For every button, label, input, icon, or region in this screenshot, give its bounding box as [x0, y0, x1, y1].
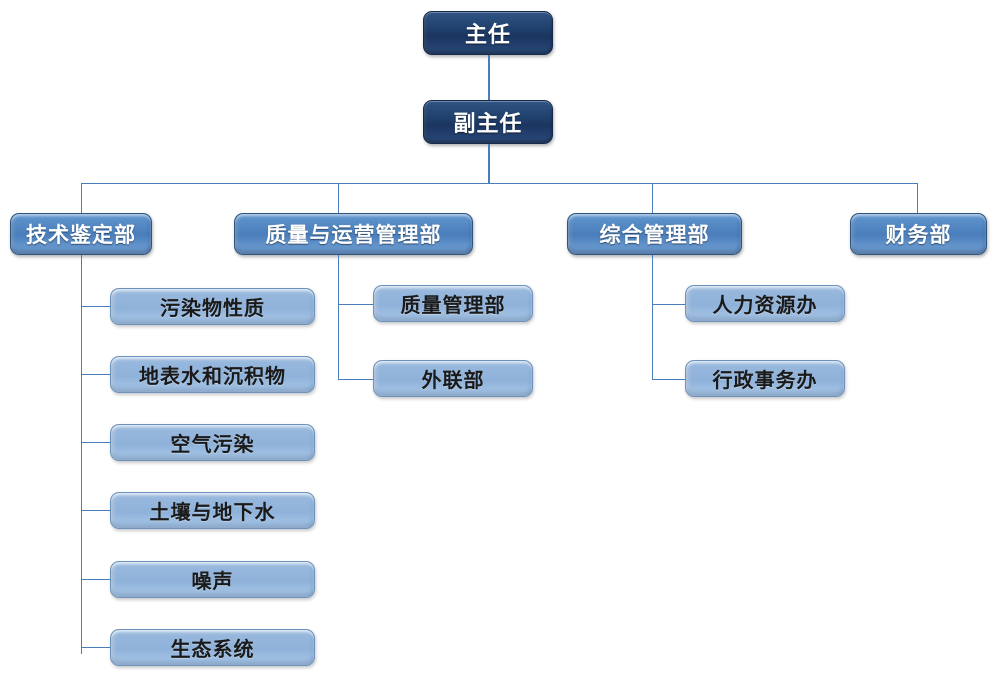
- node-unit-air-pollution[interactable]: 空气污染: [110, 424, 315, 461]
- connector-spine-technical: [81, 255, 82, 654]
- connector-stub-liaison: [338, 379, 373, 380]
- node-deputy-director[interactable]: 副主任: [423, 100, 553, 144]
- node-department-quality[interactable]: 质量与运营管理部: [234, 213, 473, 255]
- connector-stub-air: [81, 442, 110, 443]
- connector-level2-bus: [81, 183, 918, 184]
- node-department-general[interactable]: 综合管理部: [567, 213, 742, 255]
- node-unit-soil-groundwater[interactable]: 土壤与地下水: [110, 492, 315, 529]
- connector-spine-quality: [338, 255, 339, 380]
- connector-stub-soil: [81, 510, 110, 511]
- connector-stub-quality-mgmt: [338, 304, 373, 305]
- connector-stub-ecosystem: [81, 647, 110, 648]
- node-unit-pollutant-properties[interactable]: 污染物性质: [110, 288, 315, 325]
- node-unit-noise[interactable]: 噪声: [110, 561, 315, 598]
- node-unit-administrative-affairs[interactable]: 行政事务办: [685, 360, 845, 397]
- connector-stub-admin: [652, 379, 685, 380]
- connector-drop-technical: [81, 183, 82, 213]
- node-unit-quality-management[interactable]: 质量管理部: [373, 285, 533, 322]
- connector-deputy-to-bus: [488, 144, 490, 184]
- node-department-technical[interactable]: 技术鉴定部: [10, 213, 152, 255]
- node-unit-human-resources[interactable]: 人力资源办: [685, 285, 845, 322]
- connector-stub-noise: [81, 579, 110, 580]
- connector-stub-surfacewater: [81, 374, 110, 375]
- connector-drop-finance: [917, 183, 918, 213]
- node-unit-ecosystem[interactable]: 生态系统: [110, 629, 315, 666]
- connector-drop-general: [652, 183, 653, 213]
- node-director[interactable]: 主任: [423, 11, 553, 55]
- connector-director-to-deputy: [488, 55, 490, 100]
- node-department-finance[interactable]: 财务部: [850, 213, 987, 255]
- connector-stub-pollutant: [81, 306, 110, 307]
- node-unit-surface-water-sediment[interactable]: 地表水和沉积物: [110, 356, 315, 393]
- connector-spine-general: [652, 255, 653, 380]
- connector-stub-hr: [652, 304, 685, 305]
- node-unit-liaison[interactable]: 外联部: [373, 360, 533, 397]
- connector-drop-quality: [338, 183, 339, 213]
